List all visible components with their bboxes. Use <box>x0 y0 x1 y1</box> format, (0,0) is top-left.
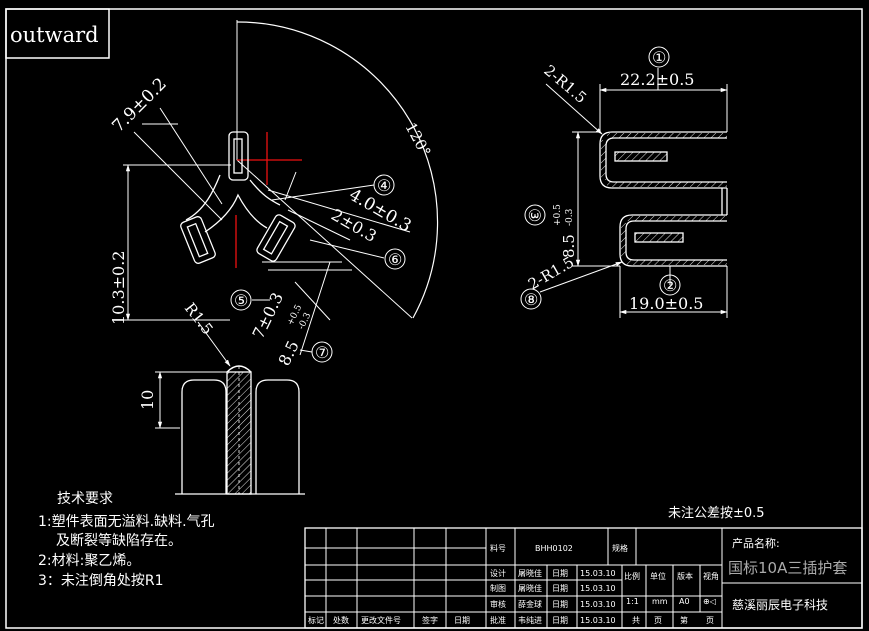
svg-text:规格: 规格 <box>612 543 628 553</box>
balloon-2: ② <box>659 274 681 296</box>
svg-text:15.03.10: 15.03.10 <box>580 616 616 625</box>
svg-text:日期: 日期 <box>552 600 568 609</box>
notes-line1b: 及断裂等缺陷存在。 <box>56 532 182 549</box>
dim-10-3: 10.3±0.2 <box>109 251 128 325</box>
title-block: 料号 BHH0102 规格 产品名称: 国标10A三插护套 慈溪丽辰电子科技 设… <box>304 527 863 629</box>
svg-text:15.03.10: 15.03.10 <box>580 584 616 593</box>
svg-text:⊕◁: ⊕◁ <box>703 597 716 606</box>
product-name-label: 产品名称: <box>732 536 780 550</box>
svg-text:日期: 日期 <box>552 569 568 578</box>
svg-text:第: 第 <box>680 615 688 625</box>
svg-text:签字: 签字 <box>422 615 438 625</box>
svg-text:④: ④ <box>377 176 391 195</box>
balloon-6: ⑥ <box>384 248 406 270</box>
svg-text:15.03.10: 15.03.10 <box>580 600 616 609</box>
svg-text:制图: 制图 <box>490 583 506 593</box>
svg-text:视角: 视角 <box>703 571 719 581</box>
svg-text:版本: 版本 <box>677 571 693 581</box>
technical-notes: 技术要求 1:塑件表面无溢料.缺料.气孔 及断裂等缺陷存在。 2:材料:聚乙烯。… <box>38 491 215 589</box>
svg-text:A0: A0 <box>679 597 690 606</box>
dim-8-5-right: 8.5 <box>560 234 578 258</box>
balloon-4: ④ <box>373 174 395 196</box>
svg-text:标记: 标记 <box>308 615 324 625</box>
svg-text:⑧: ⑧ <box>524 290 538 309</box>
svg-text:②: ② <box>663 276 677 295</box>
balloon-1: ① <box>648 46 670 68</box>
svg-text:更改文件号: 更改文件号 <box>361 615 401 625</box>
frame-label: outward <box>10 23 99 47</box>
svg-text:料号: 料号 <box>490 543 506 553</box>
balloon-7: ⑦ <box>311 341 333 363</box>
svg-text:审核: 审核 <box>490 599 506 609</box>
svg-text:mm: mm <box>652 597 668 606</box>
balloon-8: ⑧ <box>520 288 542 310</box>
frame-label-box <box>5 8 110 59</box>
svg-text:屠晓佳: 屠晓佳 <box>518 583 542 593</box>
dim-22-2: 22.2±0.5 <box>620 70 694 89</box>
notes-heading: 技术要求 <box>57 491 113 507</box>
right-view <box>539 68 728 318</box>
notes-line3: 3：未注倒角处按R1 <box>38 573 164 589</box>
svg-text:①: ① <box>652 48 666 67</box>
svg-text:③: ③ <box>525 208 544 222</box>
dim-8-5: 8.5 <box>275 338 303 369</box>
dim-2-r1-5-top: 2-R1.5 <box>540 61 590 107</box>
balloon-3: ③ <box>524 204 546 226</box>
svg-text:比例: 比例 <box>624 571 640 581</box>
svg-text:屠晓佳: 屠晓佳 <box>518 568 542 578</box>
dim-7-0: 7±0.3 <box>249 289 288 341</box>
svg-text:单位: 单位 <box>650 571 666 581</box>
dim-r1-5: R1.5 <box>181 299 217 338</box>
company-name: 慈溪丽辰电子科技 <box>732 597 828 612</box>
product-name: 国标10A三插护套 <box>728 559 847 577</box>
dim-8-5-right-tol-up: +0.5 <box>553 204 563 226</box>
left-view <box>123 20 439 356</box>
dim-2-r1-5-bot: 2-R1.5 <box>525 253 577 293</box>
svg-text:页: 页 <box>706 616 714 625</box>
svg-text:⑦: ⑦ <box>315 343 329 362</box>
svg-text:批准: 批准 <box>490 615 506 625</box>
svg-text:日期: 日期 <box>552 616 568 625</box>
svg-text:日期: 日期 <box>552 584 568 593</box>
svg-text:15.03.10: 15.03.10 <box>580 569 616 578</box>
balloon-5: ⑤ <box>230 289 252 311</box>
svg-text:设计: 设计 <box>490 568 506 578</box>
notes-line2: 2:材料:聚乙烯。 <box>38 553 140 569</box>
general-tolerance: 未注公差按±0.5 <box>668 506 765 521</box>
svg-text:日期: 日期 <box>454 616 470 625</box>
svg-text:1:1: 1:1 <box>626 597 639 606</box>
dim-19-0: 19.0±0.5 <box>629 294 703 313</box>
svg-text:⑤: ⑤ <box>234 291 248 310</box>
dim-10: 10 <box>138 390 157 410</box>
dim-8-5-right-tol-dn: -0.3 <box>565 208 575 226</box>
notes-line1: 1:塑件表面无溢料.缺料.气孔 <box>38 514 215 530</box>
dim-angle-120: 120° <box>401 119 434 159</box>
svg-text:页: 页 <box>654 616 662 625</box>
dim-7-9: 7.9±0.2 <box>108 74 170 136</box>
svg-text:共: 共 <box>632 616 640 625</box>
part-number: BHH0102 <box>535 544 573 553</box>
section-view <box>155 321 305 495</box>
svg-text:薛金球: 薛金球 <box>518 599 542 609</box>
svg-text:韦纯进: 韦纯进 <box>518 615 542 625</box>
svg-text:⑥: ⑥ <box>388 250 402 269</box>
svg-text:处数: 处数 <box>333 615 349 625</box>
